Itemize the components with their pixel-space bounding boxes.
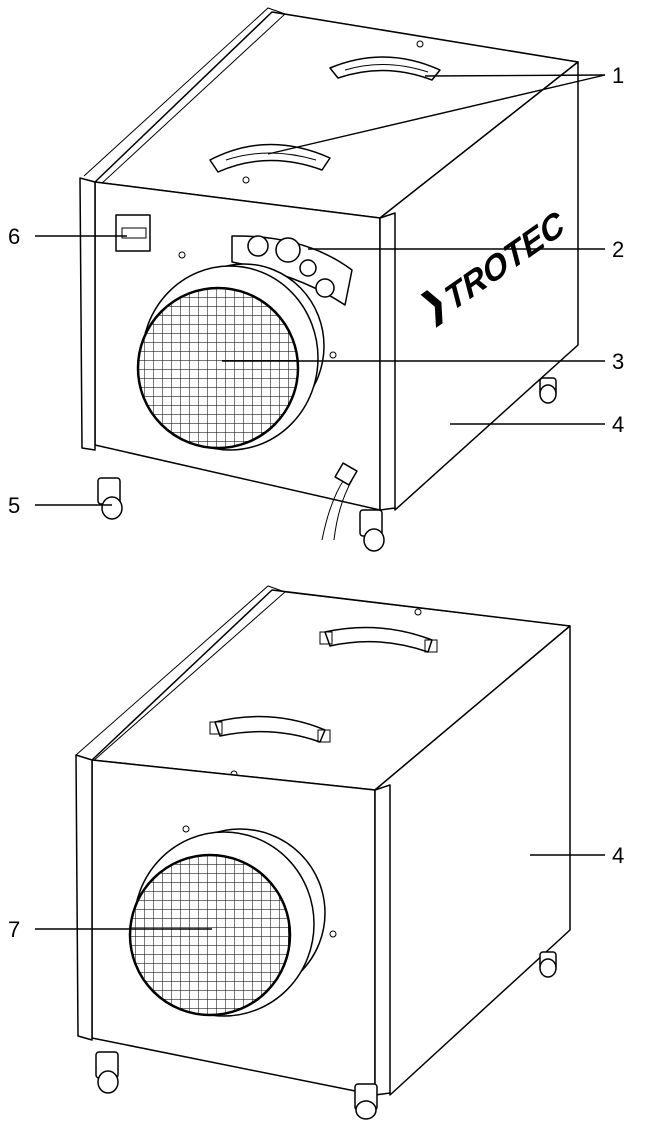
control-knob-1 bbox=[247, 235, 269, 257]
control-panel bbox=[231, 235, 353, 306]
callout-3: 3 bbox=[612, 349, 624, 374]
callout-4-top: 4 bbox=[612, 412, 624, 437]
castor-front-left bbox=[97, 477, 123, 520]
callout-1: 1 bbox=[612, 63, 624, 88]
castor-front-right bbox=[359, 509, 385, 552]
control-knob-4 bbox=[315, 278, 335, 298]
control-knob-2 bbox=[275, 237, 301, 263]
castor-front-left-2 bbox=[95, 1051, 119, 1094]
unit-front-view: TROTEC bbox=[8, 7, 624, 552]
carry-handle-front-2 bbox=[209, 715, 331, 743]
callout-4-bottom: 4 bbox=[612, 843, 624, 868]
castor-rear bbox=[539, 377, 557, 404]
carry-handle-rear-2 bbox=[319, 626, 438, 653]
callout-6: 6 bbox=[8, 224, 20, 249]
hour-counter bbox=[115, 214, 151, 252]
callout-leaders-top bbox=[35, 74, 606, 506]
castor-front-right-2 bbox=[354, 1083, 378, 1120]
air-inlet-grille bbox=[128, 828, 326, 1017]
callout-leaders-bottom bbox=[35, 854, 605, 930]
carry-handle-rear bbox=[329, 56, 441, 81]
castor-rear-2 bbox=[539, 951, 557, 978]
callout-2: 2 bbox=[612, 237, 624, 262]
callout-7: 7 bbox=[8, 917, 20, 942]
air-outlet-grille bbox=[136, 263, 325, 451]
control-knob-3 bbox=[299, 259, 317, 277]
unit-rear-view: 4 7 bbox=[8, 585, 624, 1120]
callout-5: 5 bbox=[8, 493, 20, 518]
